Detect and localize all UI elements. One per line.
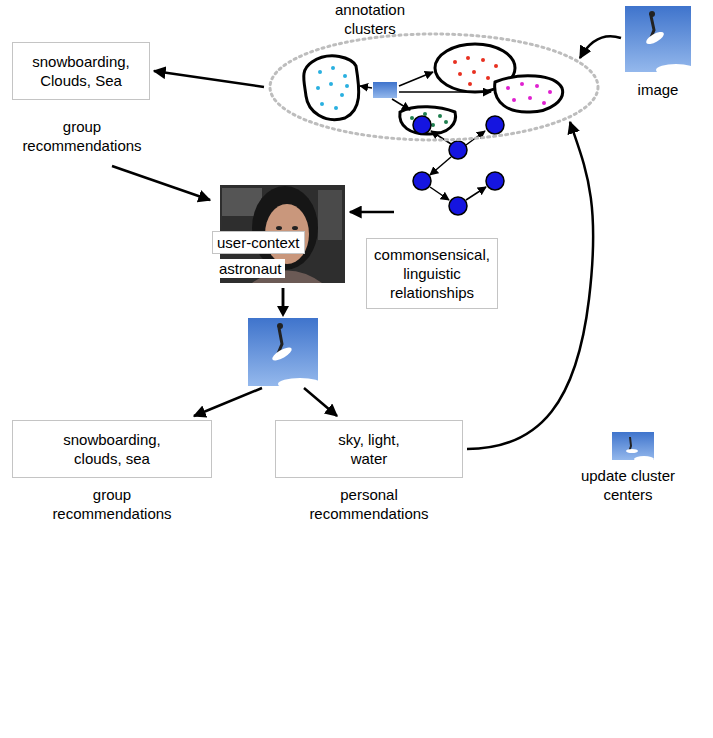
- box-caption: group recommendations: [47, 485, 177, 523]
- image-node: image: [616, 4, 700, 104]
- recommendation-box: snowboarding, clouds, seagroup recommend…: [12, 420, 212, 478]
- image-caption: image: [616, 80, 700, 99]
- context-tag: user-context: [212, 231, 305, 254]
- node-heading: annotation clusters: [328, 0, 412, 38]
- box-text: commonsensical, linguistic relationships: [366, 238, 498, 309]
- connector-arrow: [283, 288, 337, 416]
- box-text: snowboarding, Clouds, Sea: [19, 52, 143, 90]
- context-value: astronaut: [216, 259, 285, 278]
- snowboard-photo: [248, 306, 322, 390]
- update-photo: [612, 432, 654, 462]
- box-text: snowboarding, clouds, sea: [47, 430, 177, 468]
- ellipse-outline: [268, 0, 600, 142]
- recommendation-box: sky, light, waterpersonal recommendation…: [275, 420, 463, 478]
- knowledge-graph: [413, 116, 504, 215]
- box-caption: personal recommendations: [300, 485, 438, 523]
- box-text: sky, light, water: [322, 430, 417, 468]
- connector-arrow: [194, 288, 283, 416]
- connector-arrow: [112, 166, 210, 200]
- ellipse-outline: [270, 34, 598, 140]
- connector-arrow: [350, 211, 394, 214]
- cluster-region: annotation clusters: [268, 0, 600, 142]
- recommendation-box: snowboarding, Clouds, Seagroup recommend…: [12, 42, 150, 100]
- knowledge-node: commonsensical, linguistic relationships: [366, 110, 500, 310]
- cluster-blobs: [304, 44, 563, 134]
- user-photo-node: user-context astronaut: [212, 185, 346, 285]
- edge-label: update cluster centers: [578, 466, 678, 504]
- connector-arrow: [154, 71, 264, 87]
- connector-arrow: [580, 36, 621, 58]
- snowboard-photo: [625, 6, 696, 76]
- box-caption: group recommendations: [17, 117, 147, 155]
